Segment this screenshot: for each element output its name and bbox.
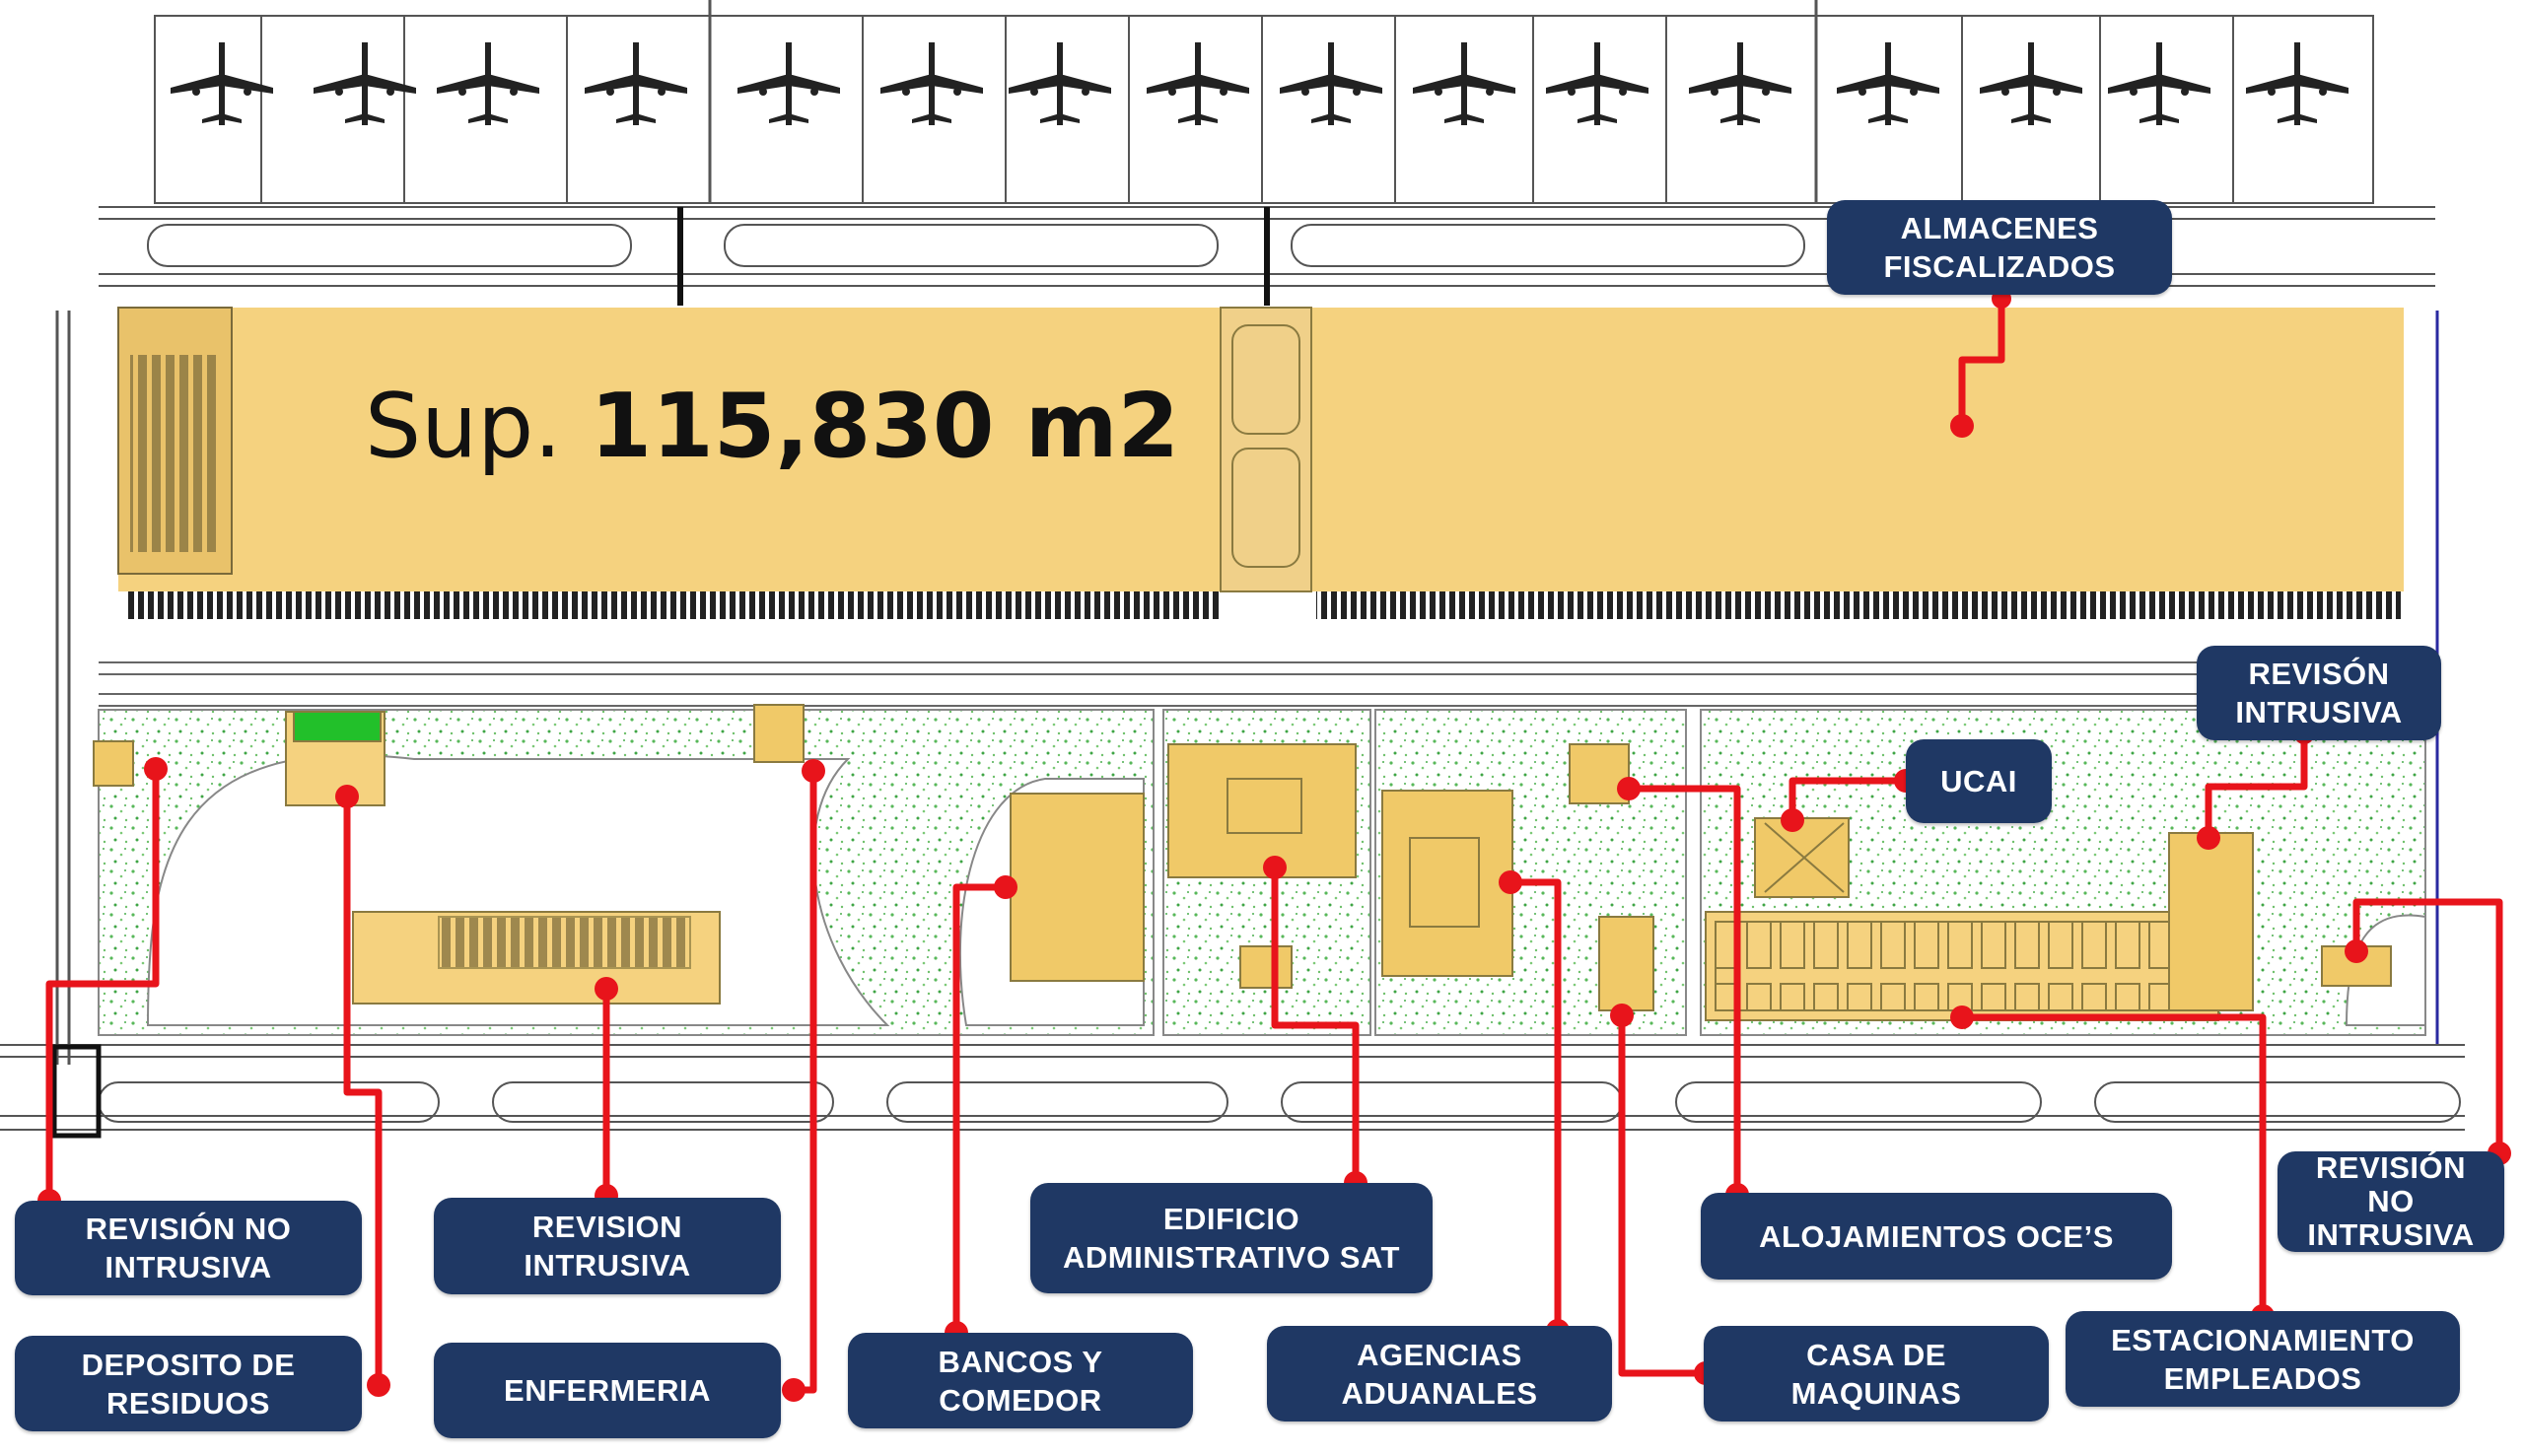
label-edificio-administrativo-sat: EDIFICIO ADMINISTRATIVO SAT (1030, 1183, 1433, 1293)
label-almacenes-fiscalizados: ALMACENES FISCALIZADOS (1827, 200, 2172, 295)
label-enfermeria: ENFERMERIA (434, 1343, 781, 1438)
surface-area-prefix: Sup. (365, 375, 591, 478)
label-agencias-aduanales: AGENCIAS ADUANALES (1267, 1326, 1612, 1421)
label-ucai: UCAI (1906, 739, 2052, 823)
label-revision-intrusiva: REVISION INTRUSIVA (434, 1198, 781, 1294)
label-revision-no-intrusiva-right: REVISIÓN NO INTRUSIVA (2278, 1151, 2504, 1252)
label-casa-de-maquinas: CASA DE MAQUINAS (1704, 1326, 2049, 1421)
label-estacionamiento-empleados: ESTACIONAMIENTO EMPLEADOS (2066, 1311, 2460, 1407)
front-road (0, 1044, 2465, 1139)
aircraft-icons (171, 42, 2349, 125)
label-revision-no-intrusiva: REVISIÓN NO INTRUSIVA (15, 1201, 362, 1295)
label-alojamientos-oces: ALOJAMIENTOS OCE’S (1701, 1193, 2172, 1280)
surface-area-text: Sup. 115,830 m2 (365, 375, 1179, 478)
label-bancos-y-comedor: BANCOS Y COMEDOR (848, 1333, 1193, 1428)
warehouse-building (117, 307, 2404, 619)
internal-road (99, 661, 2435, 707)
aircraft-apron (154, 0, 2374, 204)
label-deposito-de-residuos: DEPOSITO DE RESIDUOS (15, 1336, 362, 1431)
leader-lines (45, 299, 2503, 1394)
label-revison-intrusiva: REVISÓN INTRUSIVA (2197, 646, 2441, 740)
buildings (93, 704, 2392, 1021)
surface-area-value: 115,830 m2 (590, 375, 1180, 478)
